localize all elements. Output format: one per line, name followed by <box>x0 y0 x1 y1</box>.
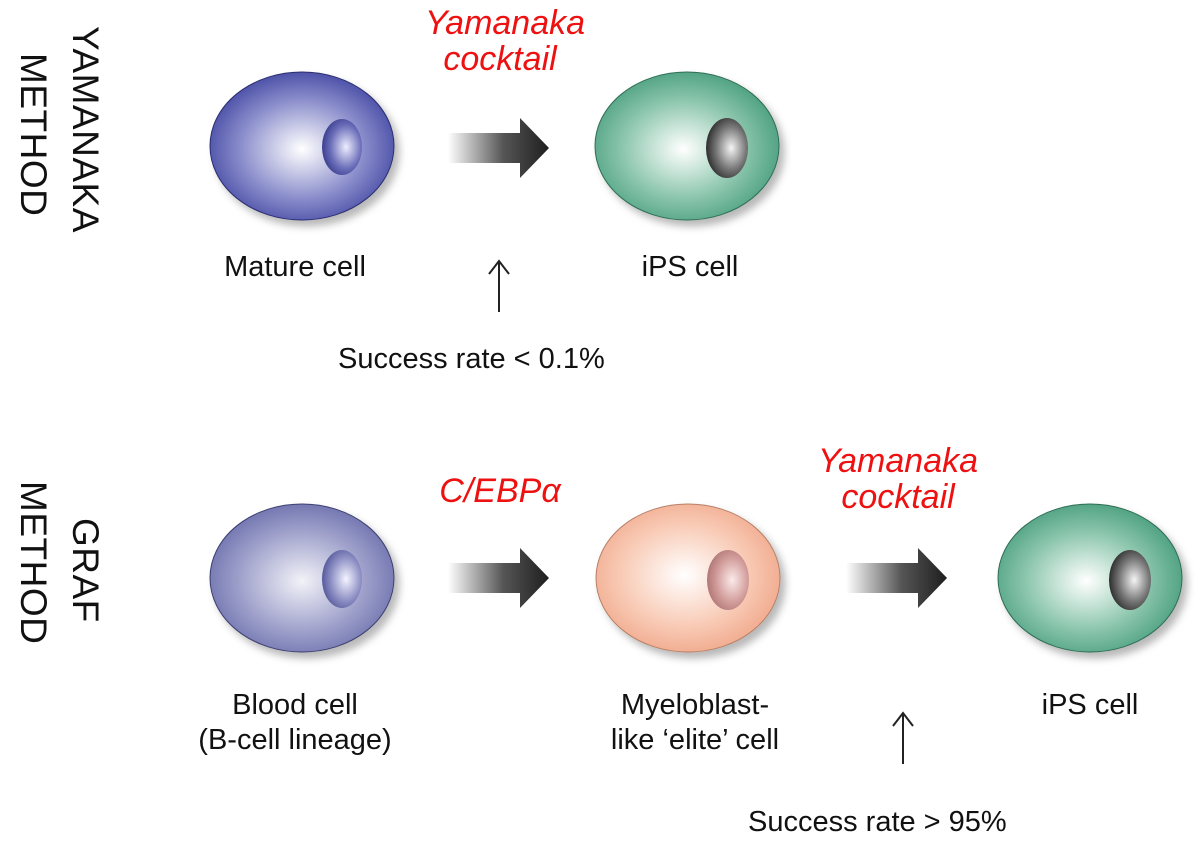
ips-cell-label: iPS cell <box>641 251 739 283</box>
mature-cell-icon <box>209 71 395 221</box>
yamanaka-title-line1: YAMANAKA <box>65 26 106 233</box>
ips-cell-icon <box>997 503 1183 653</box>
myeloblast-cell-label: Myeloblast- like ‘elite’ cell <box>575 688 815 758</box>
ips-cell-label: iPS cell <box>1041 689 1139 721</box>
reagent-line1: Yamanaka <box>425 4 586 42</box>
right-arrow-icon <box>448 548 549 608</box>
reagent-line2: cocktail <box>841 478 955 516</box>
yamanaka-reagent-label-2: Yamanaka cocktail <box>808 443 988 515</box>
nucleus-icon <box>1109 550 1151 610</box>
right-arrow-icon <box>448 118 549 178</box>
nucleus-icon <box>322 119 362 175</box>
graf-title-line1: GRAF <box>65 518 106 623</box>
up-arrow-icon <box>892 711 914 764</box>
reagent-line1: Yamanaka <box>817 442 979 480</box>
ips-cell-icon <box>594 71 780 221</box>
blood-cell-icon <box>209 503 395 653</box>
reagent-line2: cocktail <box>443 40 557 78</box>
nucleus-icon <box>322 550 362 608</box>
label-line2: like ‘elite’ cell <box>610 724 780 756</box>
cebpa-reagent-label: C/EBPα <box>439 472 561 510</box>
label-line1: Blood cell <box>232 689 358 721</box>
yamanaka-title-line2: METHOD <box>13 53 54 217</box>
myeloblast-cell-icon <box>595 503 781 653</box>
blood-cell-label: Blood cell (B-cell lineage) <box>170 688 420 758</box>
graf-title-line2: METHOD <box>13 481 54 645</box>
yamanaka-reagent-label: Yamanaka cocktail <box>425 4 586 78</box>
mature-cell-label: Mature cell <box>224 251 366 283</box>
nucleus-icon <box>707 550 749 610</box>
label-line2: (B-cell lineage) <box>198 724 392 756</box>
nucleus-icon <box>706 118 748 178</box>
right-arrow-icon <box>846 548 947 608</box>
graf-success-rate: Success rate > 95% <box>748 806 1007 838</box>
label-line1: Myeloblast- <box>620 689 770 721</box>
yamanaka-success-rate: Success rate < 0.1% <box>338 343 605 375</box>
up-arrow-icon <box>488 259 510 312</box>
